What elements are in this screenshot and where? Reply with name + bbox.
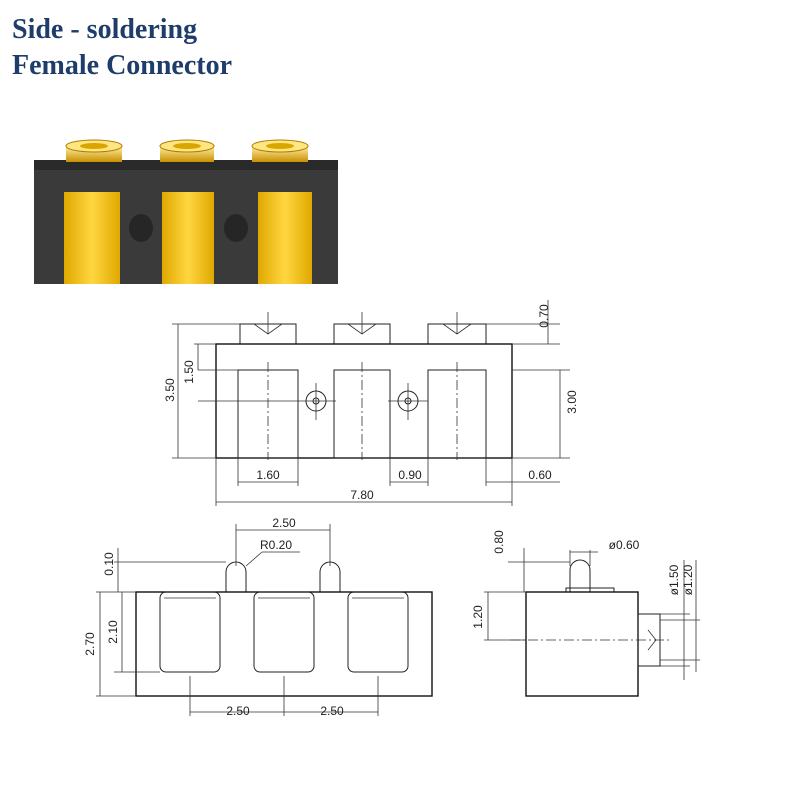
dim-hole-gap: 0.90 [398,468,422,482]
title-line-1: Side - soldering [12,14,198,45]
product-photo [34,139,338,284]
dim-total-width: 7.80 [350,488,374,502]
dim-pin-height: 0.10 [102,552,116,576]
pin-cap-1 [65,139,123,162]
pin-cap-2 [159,139,215,162]
dim-pitch-top: 2.50 [272,516,296,530]
solder-pad-2 [162,192,214,284]
dim-total-height-bottom: 2.70 [83,632,97,656]
dim-inner-diameter: ø1.20 [681,564,695,595]
dim-radius: R0.20 [260,538,292,552]
dim-total-height: 3.50 [163,378,177,402]
locating-hole-1 [129,214,153,242]
side-view: 0.80 ø0.60 ø1.50 ø1.20 1.20 [471,530,700,697]
dim-pin-diameter: ø0.60 [609,538,640,552]
dim-offset: 1.20 [471,605,485,629]
dim-pin-protrusion: 0.70 [537,304,551,328]
solder-pad-1 [64,192,120,284]
dim-edge-margin: 0.60 [528,468,552,482]
dim-pad-width: 1.60 [256,468,280,482]
title-line-2: Female Connector [12,50,233,81]
dim-body-height: 3.00 [565,390,579,414]
solder-pad-3 [258,192,312,284]
dim-pocket-height: 2.10 [106,620,120,644]
bottom-view: 2.50 R0.20 0.10 2.70 2.10 2.50 2.50 [83,516,433,718]
dim-pitch-left: 2.50 [226,704,250,718]
dim-pitch-right: 2.50 [320,704,344,718]
product-title: Side - soldering Female Connector [12,12,232,84]
locating-hole-2 [224,214,248,242]
front-view: 0.70 1.50 3.50 3.00 1.60 0.90 0.60 7.80 [163,300,579,506]
pin-cap-3 [251,139,309,162]
dim-pin-height-side: 0.80 [492,530,506,554]
dim-pad-height: 1.50 [182,360,196,384]
dim-outer-diameter: ø1.50 [667,564,681,595]
